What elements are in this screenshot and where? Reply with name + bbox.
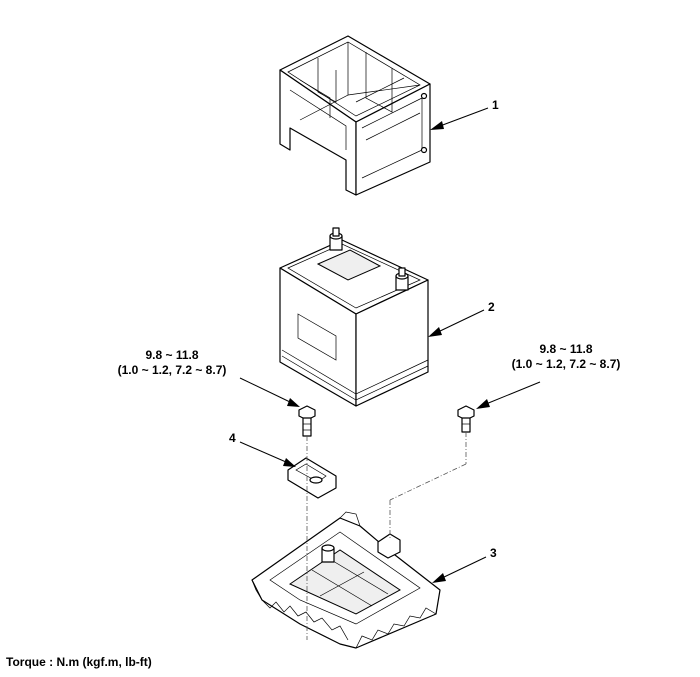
leader-line-2 — [428, 309, 485, 337]
torque-spec-right-line2: (1.0 ~ 1.2, 7.2 ~ 8.7) — [511, 357, 621, 371]
torque-spec-left-line2: (1.0 ~ 1.2, 7.2 ~ 8.7) — [117, 363, 227, 377]
battery — [279, 227, 429, 407]
torque-spec-left-line1: 9.8 ~ 11.8 — [145, 348, 199, 362]
leader-line-4 — [239, 441, 296, 467]
callout-1: 1 — [492, 98, 499, 112]
callout-2: 2 — [488, 300, 495, 314]
leader-line-1 — [430, 107, 489, 130]
alignment-lines — [306, 432, 467, 640]
callout-4: 4 — [229, 431, 236, 445]
mounting-bolt-right — [457, 405, 475, 433]
torque-spec-right: 9.8 ~ 11.8 (1.0 ~ 1.2, 7.2 ~ 8.7) — [482, 342, 650, 372]
leader-line-torque-right — [476, 381, 541, 409]
battery-insulation-cover — [279, 35, 431, 196]
torque-unit-note: Torque : N.m (kgf.m, lb-ft) — [6, 655, 152, 669]
torque-spec-right-line1: 9.8 ~ 11.8 — [539, 342, 593, 356]
mounting-bolt-left — [298, 405, 316, 437]
torque-spec-left: 9.8 ~ 11.8 (1.0 ~ 1.2, 7.2 ~ 8.7) — [88, 348, 256, 378]
leader-line-torque-left — [239, 377, 300, 407]
callout-3: 3 — [490, 546, 497, 560]
leader-line-3 — [432, 556, 487, 583]
battery-clamp — [287, 457, 337, 499]
battery-tray — [251, 511, 441, 649]
